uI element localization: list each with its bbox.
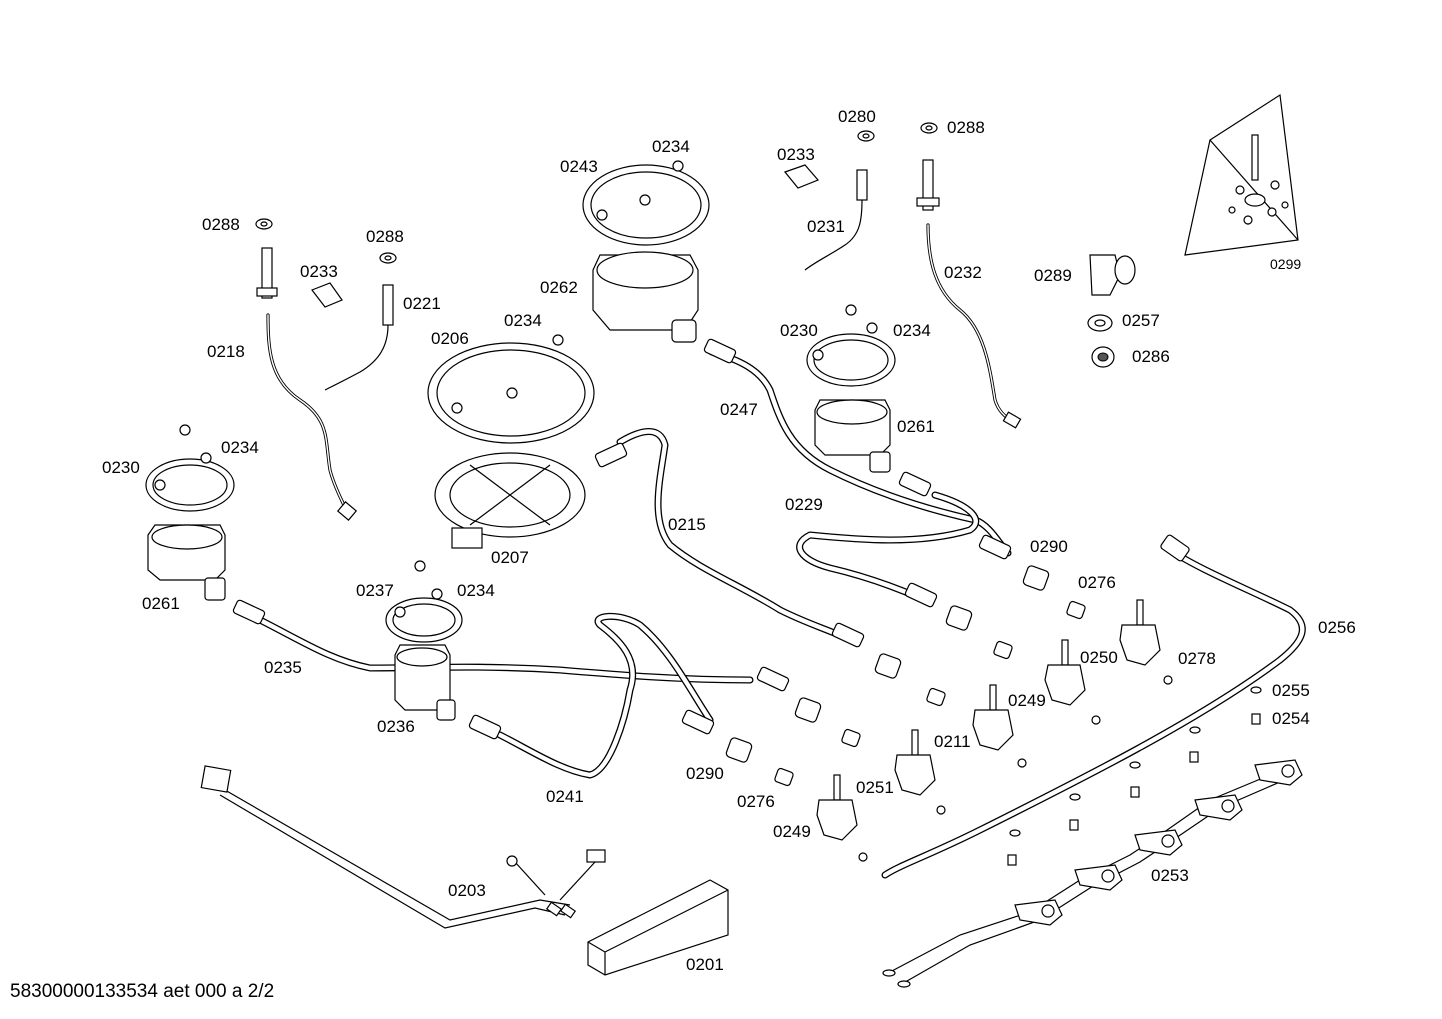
label-0276-left: 0276 <box>737 792 775 811</box>
label-0276-right: 0276 <box>1078 573 1116 592</box>
label-0234-top: 0234 <box>652 137 690 156</box>
clips-0233 <box>311 164 820 308</box>
label-0299: 0299 <box>1270 256 1302 272</box>
label-0254: 0254 <box>1272 709 1310 728</box>
label-0257: 0257 <box>1122 311 1160 330</box>
label-0280: 0280 <box>838 107 876 126</box>
label-0241: 0241 <box>546 787 584 806</box>
label-0289: 0289 <box>1034 266 1072 285</box>
label-0262: 0262 <box>540 278 578 297</box>
label-0203: 0203 <box>448 881 486 900</box>
label-0261-left: 0261 <box>142 594 180 613</box>
burner-rings <box>145 164 896 643</box>
spark-units <box>1014 759 1303 926</box>
label-0256: 0256 <box>1318 618 1356 637</box>
label-0231: 0231 <box>807 217 845 236</box>
label-0207: 0207 <box>491 548 529 567</box>
parts-kit-bag <box>1184 93 1299 256</box>
ignition-module <box>587 879 729 976</box>
label-0251: 0251 <box>856 778 894 797</box>
label-0236: 0236 <box>377 717 415 736</box>
label-0249-right: 0249 <box>1008 691 1046 710</box>
elbow-fitting <box>1089 254 1136 296</box>
label-0243: 0243 <box>560 157 598 176</box>
springs-and-clips <box>1007 686 1262 866</box>
label-0286: 0286 <box>1132 347 1170 366</box>
label-0250: 0250 <box>1080 648 1118 667</box>
label-0230-left: 0230 <box>102 458 140 477</box>
label-0290-right: 0290 <box>1030 537 1068 556</box>
thermocouple-wires <box>266 199 1017 517</box>
label-0288-top-right: 0288 <box>947 118 985 137</box>
label-0261-right: 0261 <box>897 417 935 436</box>
label-0278: 0278 <box>1178 649 1216 668</box>
document-code: 58300000133534 aet 000 a 2/2 <box>10 981 275 1002</box>
label-0215: 0215 <box>668 515 706 534</box>
label-0206: 0206 <box>431 329 469 348</box>
label-0253: 0253 <box>1151 866 1189 885</box>
label-0234-right: 0234 <box>893 321 931 340</box>
label-0229: 0229 <box>785 495 823 514</box>
pipe-fittings <box>232 338 1190 740</box>
injectors <box>725 565 1086 787</box>
label-0233-top: 0233 <box>777 145 815 164</box>
wiring-harness <box>200 765 606 929</box>
label-0255: 0255 <box>1272 681 1310 700</box>
label-0247: 0247 <box>720 400 758 419</box>
washers <box>255 122 1115 368</box>
burner-bodies <box>147 251 891 721</box>
screws <box>154 160 878 618</box>
label-0290-left: 0290 <box>686 764 724 783</box>
label-0288-left: 0288 <box>202 215 240 234</box>
label-0288-mid: 0288 <box>366 227 404 246</box>
label-0230-right: 0230 <box>780 321 818 340</box>
label-0234-bottom: 0234 <box>457 581 495 600</box>
label-0233-left: 0233 <box>300 262 338 281</box>
label-0201: 0201 <box>686 955 724 974</box>
gas-pipes <box>256 348 1306 879</box>
label-0234-left: 0234 <box>221 438 259 457</box>
label-0211: 0211 <box>934 732 971 751</box>
label-0232: 0232 <box>944 263 982 282</box>
label-0221: 0221 <box>403 294 441 313</box>
gas-valves <box>816 599 1173 862</box>
thermocouple-heads <box>256 159 1022 521</box>
label-0234-mid: 0234 <box>504 311 542 330</box>
label-0249-left: 0249 <box>773 822 811 841</box>
label-0235: 0235 <box>264 658 302 677</box>
label-0237: 0237 <box>356 581 394 600</box>
label-0218: 0218 <box>207 342 245 361</box>
